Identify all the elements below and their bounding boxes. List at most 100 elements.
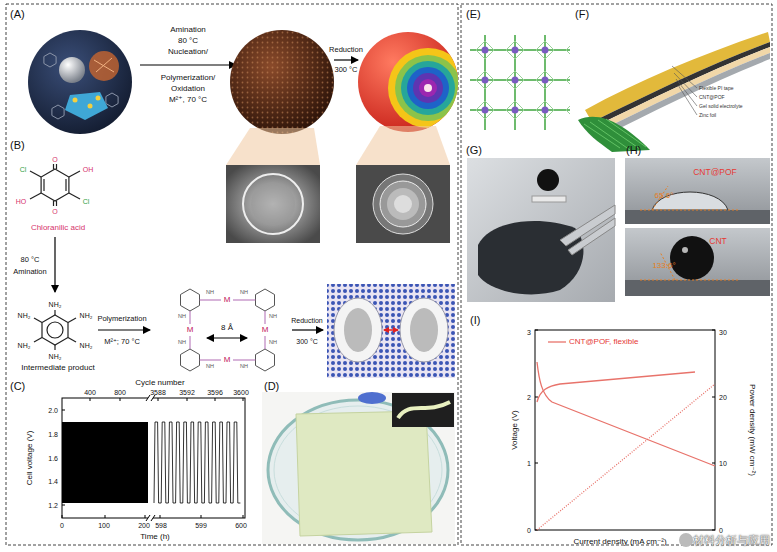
condition-text: Reduction <box>291 317 323 324</box>
hexaamino-structure <box>34 310 76 350</box>
framework-model <box>327 284 455 378</box>
axis-title: Time (h) <box>140 533 169 541</box>
precursor-sphere <box>96 96 101 101</box>
chloranilic-structure <box>56 164 57 169</box>
condition-text: 80 °C <box>21 256 40 264</box>
contact-angle-photos <box>640 210 740 211</box>
axis-title: Cell voltage (V) <box>26 431 34 486</box>
atom-label: O <box>52 156 57 163</box>
metal-label: M <box>224 296 231 304</box>
zoom-wedge <box>356 126 450 165</box>
flexible-battery-layers <box>596 53 770 139</box>
tick-label: 3596 <box>207 389 223 396</box>
coordination-polymer <box>256 349 275 371</box>
hollow-multishell-sphere <box>413 73 443 103</box>
tick-label: 1.4 <box>48 478 58 485</box>
polymer-sphere <box>230 30 334 134</box>
coordination-polymer <box>190 300 265 360</box>
tick-label: 30 <box>719 329 727 336</box>
hollow-multishell-sphere <box>401 61 455 115</box>
atom-label: NH₂ <box>18 312 31 319</box>
axis-title: Power density (mW cm⁻²) <box>748 384 756 476</box>
sem-inset <box>356 165 450 243</box>
tick-label: 1.8 <box>48 431 58 438</box>
film-photo <box>467 158 615 302</box>
hollow-multishell-sphere <box>395 55 461 121</box>
film-photo <box>532 196 566 202</box>
reaction-arrow <box>334 59 358 60</box>
film-photo <box>537 169 559 191</box>
condition-text: M²⁺, 70 °C <box>169 96 207 104</box>
cycling-chart <box>154 422 240 503</box>
layer-label: Flexible PI tape <box>699 86 733 91</box>
chloranilic-structure <box>69 193 80 199</box>
polarization-chart <box>535 330 715 530</box>
tick-label: 0 <box>60 522 64 529</box>
tick-label: 598 <box>155 522 167 529</box>
layer-label: Gel solid electrolyte <box>699 104 743 109</box>
dimension-label: 8 Å <box>221 324 233 332</box>
precursor-sphere <box>44 53 56 67</box>
hollow-multishell-sphere <box>407 67 449 109</box>
watermark: 材料分析与应用 <box>693 535 770 546</box>
chloranilic-structure <box>53 201 54 206</box>
coordination-polymer <box>256 289 275 311</box>
coordination-polymer <box>200 360 222 361</box>
coordination-polymer <box>190 336 191 349</box>
cycling-chart <box>62 395 245 521</box>
membrane-photo <box>358 392 386 404</box>
atom-label: NH <box>178 340 186 346</box>
tick-label: 20 <box>719 394 727 401</box>
panel-letter: (A) <box>10 9 25 20</box>
atom-label: NH <box>206 290 214 296</box>
atom-label: NH₂ <box>49 301 62 308</box>
framework-model <box>400 298 448 362</box>
atom-label: NH₂ <box>80 312 93 319</box>
framework-model <box>334 298 382 362</box>
legend-entry: CNT@POF, flexible <box>548 338 638 346</box>
coordination-polymer <box>181 289 275 371</box>
polarization-chart <box>537 384 715 530</box>
panel-letter: (H) <box>626 145 641 156</box>
axis-title: Voltage (V) <box>511 410 519 450</box>
condition-text: Amination <box>170 26 206 34</box>
hollow-multishell-sphere <box>388 48 468 128</box>
contact-angle-photos <box>640 280 740 281</box>
contact-angle-photos <box>625 280 770 296</box>
atom-label: OH <box>83 166 94 173</box>
contact-angle-photos <box>625 228 770 296</box>
contact-angle-photos <box>625 158 770 224</box>
precursor-sphere <box>106 93 118 107</box>
tick-label: 0 <box>719 527 723 534</box>
atom-label: NH₂ <box>80 342 93 349</box>
panel-letter: (F) <box>575 9 589 20</box>
chloranilic-structure <box>43 179 44 191</box>
precursor-sphere <box>28 30 132 134</box>
layer-label: Zinc foil <box>699 113 716 118</box>
membrane-photo <box>398 402 450 418</box>
precursor-sphere <box>59 57 85 83</box>
axis-title: Cycle number <box>135 379 184 387</box>
flexible-battery-layers <box>594 47 770 133</box>
membrane-photo <box>262 392 455 544</box>
precursor-sphere <box>89 51 119 81</box>
tick-label: 800 <box>114 389 126 396</box>
coordination-polymer <box>190 311 191 324</box>
hexaamino-structure <box>34 338 42 343</box>
coordination-polymer <box>200 300 222 301</box>
cycling-chart <box>148 395 153 401</box>
tick-label: 3600 <box>233 389 249 396</box>
tick-label: 599 <box>195 522 207 529</box>
chloranilic-structure <box>56 201 57 206</box>
sem-inset <box>226 165 320 243</box>
tick-label: 400 <box>84 389 96 396</box>
coordination-polymer <box>181 349 200 371</box>
metal-label: M <box>224 356 231 364</box>
tick-label: 3588 <box>150 389 166 396</box>
precursor-sphere <box>52 105 64 119</box>
condition-text: Nucleation/ <box>168 48 208 56</box>
cycling-chart <box>62 398 245 518</box>
polarization-chart <box>537 362 715 466</box>
polarization-chart <box>535 330 715 530</box>
coordination-polymer <box>181 289 200 311</box>
